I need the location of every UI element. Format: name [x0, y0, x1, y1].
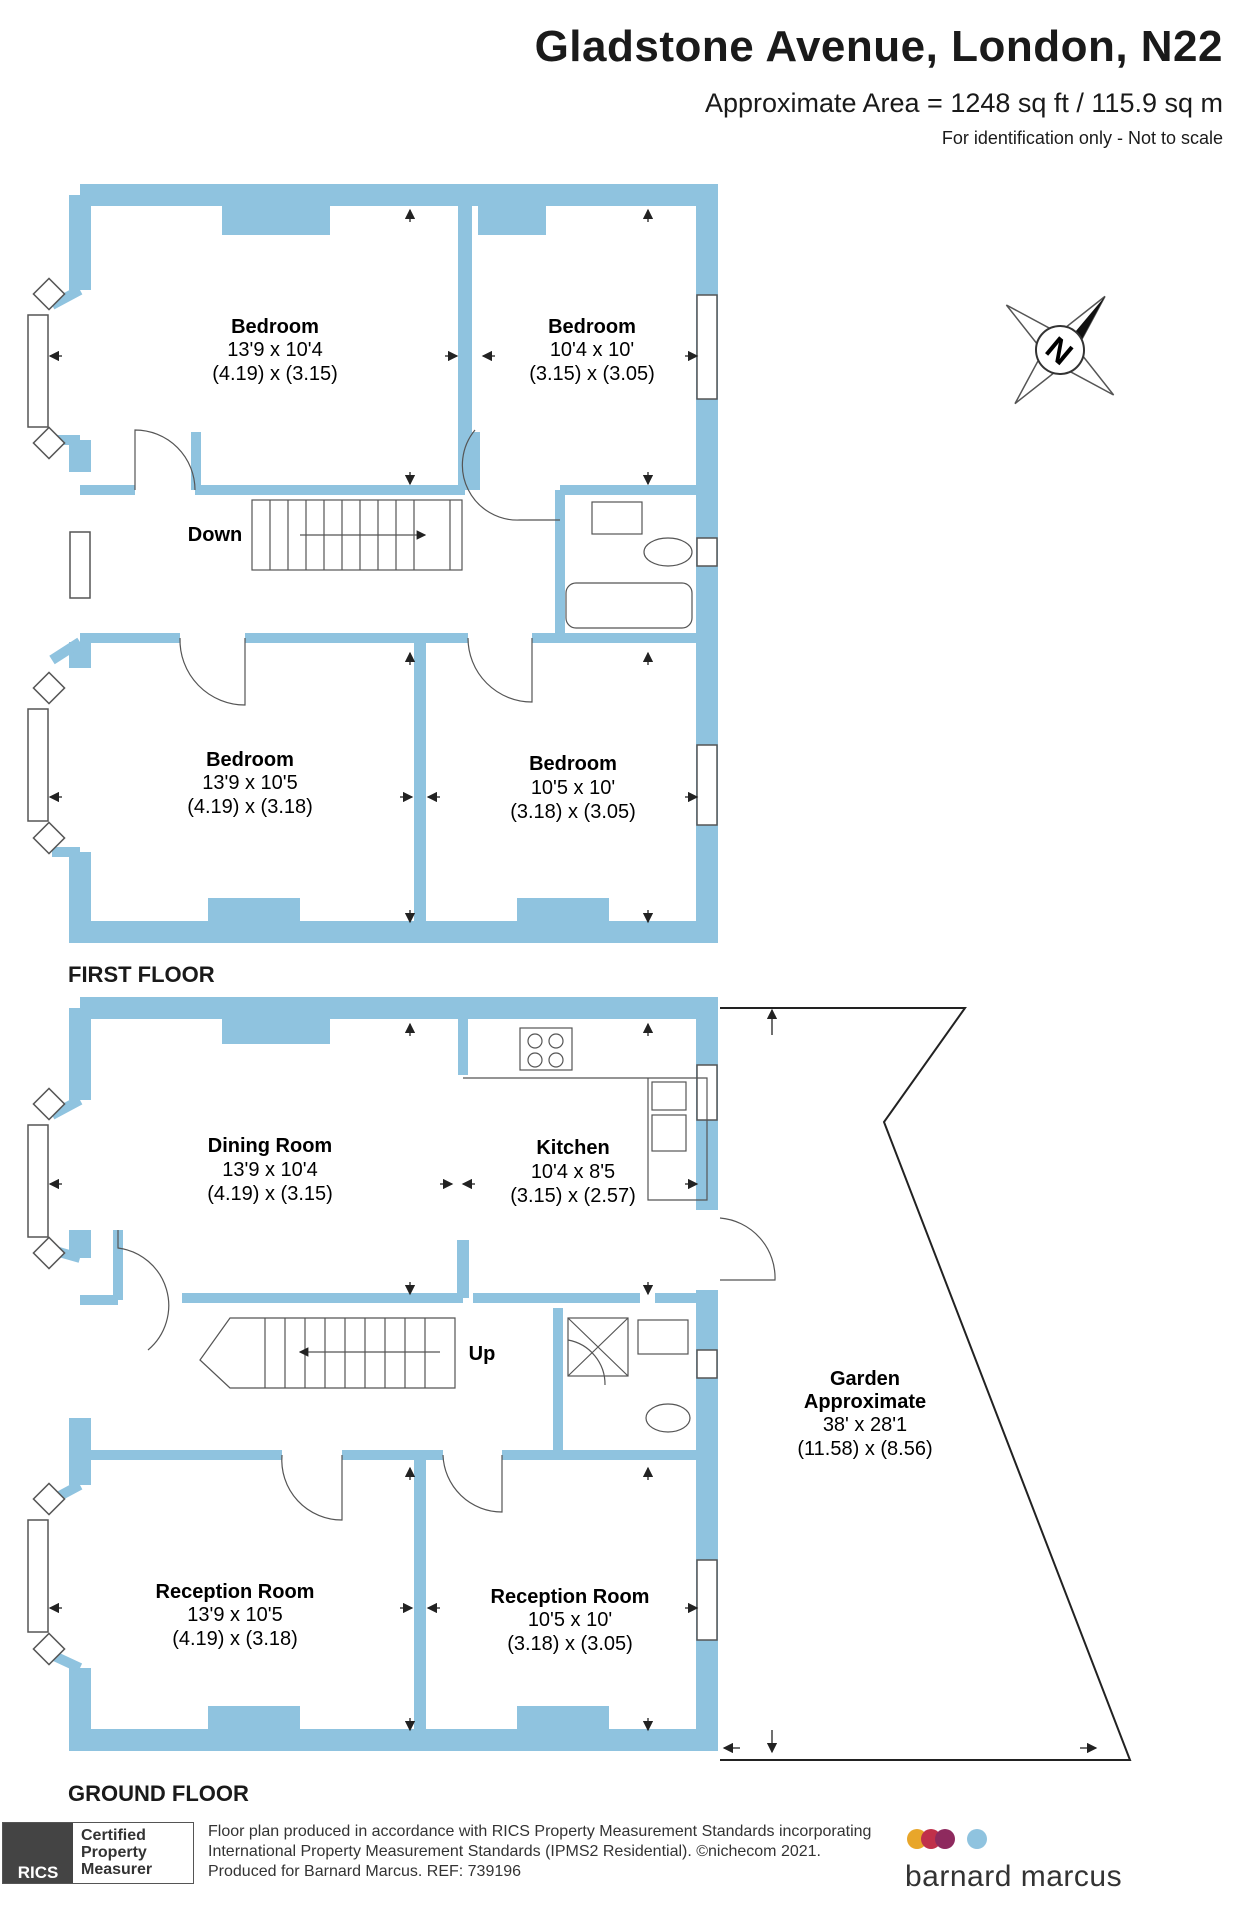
rics-logo: RICS	[3, 1823, 73, 1883]
room-dim-imperial: 13'9 x 10'4	[222, 1159, 318, 1181]
garden-name2: Approximate	[804, 1391, 926, 1413]
footer-line: International Property Measurement Stand…	[208, 1843, 821, 1860]
approximate-area: Approximate Area = 1248 sq ft / 115.9 sq…	[704, 88, 1223, 118]
badge-line: Certified	[81, 1827, 146, 1844]
footer-disclaimer: Floor plan produced in accordance with R…	[208, 1822, 871, 1882]
first-floor-windows	[27, 277, 718, 855]
ground-floor-label: GROUND FLOOR	[68, 1781, 249, 1806]
room-dim-imperial: 10'4 x 10'	[550, 339, 634, 361]
room-name: Bedroom	[206, 749, 294, 771]
room-name: Bedroom	[529, 753, 617, 775]
room-dim-imperial: 13'9 x 10'5	[187, 1604, 283, 1626]
badge-line: Property	[81, 1844, 147, 1861]
room-name: Kitchen	[536, 1137, 609, 1159]
footer-line: Produced for Barnard Marcus. REF: 739196	[208, 1863, 522, 1880]
rics-badge-text: Certified Property Measurer	[81, 1827, 152, 1878]
ground-floor-fixtures	[117, 1007, 1132, 1761]
first-floor-fixtures	[134, 429, 693, 706]
room-dim-metric: (3.18) x (3.05)	[507, 1633, 633, 1655]
room-name: Bedroom	[231, 316, 319, 338]
room-name: Reception Room	[491, 1586, 650, 1608]
page-title: Gladstone Avenue, London, N22	[534, 22, 1223, 71]
garden-dim-metric: (11.58) x (8.56)	[797, 1438, 932, 1460]
rics-badge: RICS Certified Property Measurer	[2, 1822, 194, 1884]
room-dim-imperial: 10'5 x 10'	[531, 777, 615, 799]
ground-floor-labels: Dining Room 13'9 x 10'4 (4.19) x (3.15) …	[156, 1135, 933, 1655]
room-dim-imperial: 10'4 x 8'5	[531, 1161, 615, 1183]
stair-label: Down	[188, 524, 242, 546]
scale-note: For identification only - Not to scale	[941, 128, 1223, 148]
room-dim-metric: (4.19) x (3.15)	[207, 1183, 333, 1205]
first-floor-labels: Bedroom 13'9 x 10'4 (4.19) x (3.15) Bedr…	[187, 316, 655, 823]
room-name: Dining Room	[208, 1135, 332, 1157]
first-floor-label: FIRST FLOOR	[68, 962, 215, 987]
room-dim-metric: (4.19) x (3.15)	[212, 363, 338, 385]
north-compass-icon	[1005, 295, 1115, 405]
ground-floor-windows	[27, 1064, 718, 1666]
dimension-arrows	[48, 208, 1098, 1754]
room-name: Reception Room	[156, 1581, 315, 1603]
brand-logo: barnard marcus	[905, 1860, 1123, 1893]
garden-dim-imperial: 38' x 28'1	[823, 1414, 907, 1436]
room-dim-metric: (3.15) x (3.05)	[529, 363, 655, 385]
room-dim-metric: (3.18) x (3.05)	[510, 801, 636, 823]
room-name: Bedroom	[548, 316, 636, 338]
garden-name: Garden	[830, 1368, 900, 1390]
room-dim-metric: (4.19) x (3.18)	[172, 1628, 298, 1650]
first-floor-plan	[49, 184, 718, 943]
room-dim-metric: (3.15) x (2.57)	[510, 1185, 636, 1207]
badge-line: Measurer	[81, 1861, 153, 1878]
footer-line: Floor plan produced in accordance with R…	[208, 1823, 872, 1840]
room-dim-imperial: 13'9 x 10'5	[202, 772, 298, 794]
brand-dots-icon	[907, 1829, 987, 1849]
room-dim-imperial: 13'9 x 10'4	[227, 339, 323, 361]
stair-label: Up	[469, 1343, 496, 1365]
room-dim-metric: (4.19) x (3.18)	[187, 796, 313, 818]
ground-floor-plan	[49, 997, 718, 1751]
room-dim-imperial: 10'5 x 10'	[528, 1609, 612, 1631]
